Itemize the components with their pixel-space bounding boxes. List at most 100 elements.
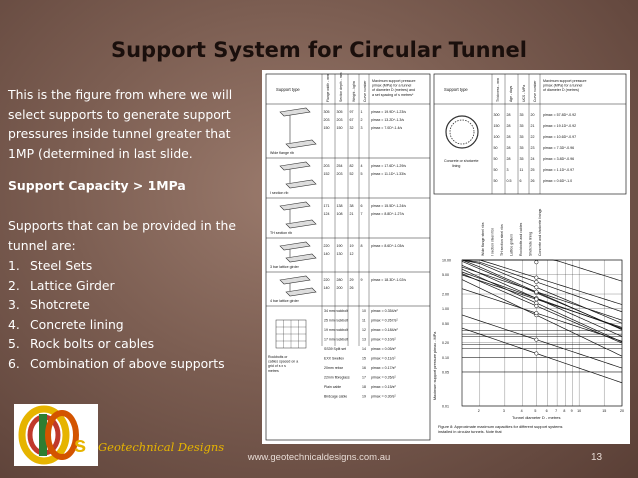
table-cell: 38	[350, 204, 354, 208]
formula-text: pimax = 0.05/s²	[371, 347, 396, 351]
table-cell: 35	[520, 124, 524, 128]
curve-family-label: Wide flange steel ribs	[481, 222, 485, 256]
formula-text: pimax = 19.9D^-1.23/s	[371, 110, 406, 114]
intro-text: This is the figure from where we will se…	[8, 87, 233, 161]
table-cell: 220	[324, 278, 330, 282]
right-header-col: UCS - MPa	[522, 85, 526, 102]
x-tick-label: 8	[563, 409, 565, 413]
table-cell: 9	[361, 278, 363, 282]
table-cell: 8	[361, 244, 363, 248]
list-item: 1.Steel Sets	[8, 258, 93, 273]
capacity-curve	[461, 279, 623, 357]
table-cell: 6	[361, 204, 363, 208]
supports-lead-text: Supports that can be provided in the tun…	[8, 218, 237, 253]
x-tick-label: 7	[555, 409, 557, 413]
table-cell: 25	[531, 168, 535, 172]
curve-marker	[534, 303, 539, 308]
x-tick-label: 20	[620, 409, 624, 413]
table-cell: 4	[361, 164, 363, 168]
curve-marker	[534, 279, 539, 284]
curve-number: 12	[362, 328, 366, 332]
y-tick-label: 2.00	[442, 293, 449, 297]
y-tick-label: 0.10	[442, 356, 449, 360]
formula-text: pimax = 19.1D^-0.92	[543, 124, 576, 128]
left-header-col: Section depth - mm	[339, 72, 343, 102]
supports-list: 1.Steel Sets 2.Lattice Girder 3.Shotcret…	[8, 256, 225, 373]
table-cell: 254	[337, 164, 343, 168]
x-tick-label: 10	[577, 409, 581, 413]
left-header-pressure: Maximum support pressure	[372, 79, 416, 83]
lining-circle-icon	[445, 115, 479, 149]
curve-marker	[534, 289, 539, 294]
formula-text: pimax = 7.3D^-0.96	[543, 146, 574, 150]
curve-marker	[534, 297, 539, 302]
bolt-name: 22mm fibreglass	[324, 376, 350, 380]
y-tick-label: 1.00	[442, 307, 449, 311]
table-cell: 5	[361, 172, 363, 176]
right-header-pressure: of diameter D (metres)	[543, 88, 579, 92]
right-header-pressure: pimax (MPa) for a tunnel	[543, 84, 583, 88]
table-cell: 28	[507, 157, 511, 161]
table-cell: 203	[337, 118, 343, 122]
table-cell: 50	[494, 157, 498, 161]
steel-section-icon	[279, 201, 317, 229]
table-cell: 32	[350, 126, 354, 130]
bolt-name: 19 mm rockbolt	[324, 328, 348, 332]
footer-url[interactable]: www.geotechnicaldesigns.com.au	[247, 452, 391, 463]
y-tick-label: 0.20	[442, 341, 449, 345]
steel-section-icon	[279, 107, 317, 149]
formula-text: pimax = 0.6D^-1.0	[543, 179, 572, 183]
table-cell: 28	[507, 113, 511, 117]
table-cell: 50	[494, 168, 498, 172]
curve-number: 16	[362, 366, 366, 370]
formula-text: pimax = 15.5D^-1.24/s	[371, 204, 406, 208]
capacity-curve	[461, 274, 623, 328]
rockbolt-label: Rockbolts or	[268, 355, 288, 359]
table-cell: 35	[520, 146, 524, 150]
curve-marker	[534, 337, 539, 342]
figure-caption: installed in circular tunnels. Note that	[438, 429, 502, 434]
curve-marker	[534, 260, 539, 265]
table-cell: 52	[350, 172, 354, 176]
capacity-curve	[461, 273, 623, 344]
right-header-col: Curve number	[533, 80, 537, 102]
formula-text: pimax = 0.30/s²	[371, 395, 396, 399]
x-tick-label: 6	[546, 409, 548, 413]
support-group-label: TH section rib	[270, 231, 292, 235]
curve-number: 10	[362, 309, 366, 313]
formula-text: pimax = 17.6D^-1.29/s	[371, 164, 406, 168]
right-table-border	[433, 73, 627, 195]
curve-number: 11	[362, 319, 366, 323]
x-tick-label: 4	[521, 409, 523, 413]
rockbolt-label: grid of s x s	[268, 364, 286, 368]
left-header-pressure: of diameter D (metres) and	[372, 88, 415, 92]
formula-text: pimax = 0.10/s²	[371, 338, 396, 342]
table-cell: 280	[337, 278, 343, 282]
bolt-name: 34 mm rockbolt	[324, 309, 348, 313]
table-cell: 7	[361, 212, 363, 216]
y-tick-label: 0.50	[442, 322, 449, 326]
curve-number: 19	[362, 395, 366, 399]
company-logo: s	[14, 404, 98, 466]
capacity-curve	[461, 261, 623, 330]
bolt-name: Birdcage cable	[324, 395, 347, 399]
capacity-curve	[461, 271, 623, 329]
table-cell: 82	[350, 164, 354, 168]
bolt-name: 17 mm rockbolt	[324, 338, 348, 342]
slide-title: Support System for Circular Tunnel	[110, 38, 527, 62]
formula-text: pimax = 0.26/s²	[371, 376, 396, 380]
table-cell: 140	[324, 252, 330, 256]
support-group-label: I section rib	[270, 191, 288, 195]
steel-section-icon	[279, 275, 317, 297]
table-cell: 0.5	[507, 179, 512, 183]
table-cell: 29	[350, 278, 354, 282]
formula-text: pimax = 0.354/s²	[371, 309, 398, 313]
left-header-col: Curve number	[363, 80, 367, 102]
table-cell: 305	[337, 110, 343, 114]
curve-number: 18	[362, 385, 366, 389]
y-tick-label: 0.05	[442, 370, 449, 374]
capacity-curve	[461, 327, 623, 384]
right-header-col: Age - days	[509, 85, 513, 102]
capacity-curve	[461, 259, 623, 313]
